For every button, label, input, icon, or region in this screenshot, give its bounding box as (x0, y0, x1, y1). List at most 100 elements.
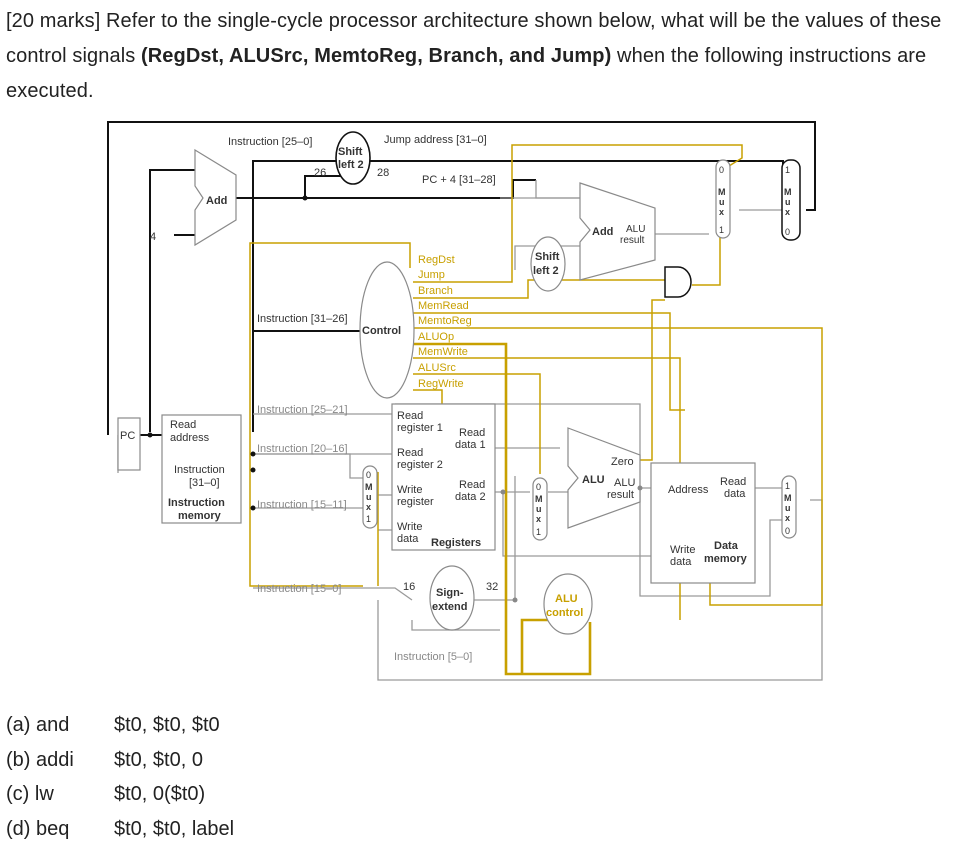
rf-read-data1-b: data 1 (455, 439, 486, 451)
branch-mux-0: 0 (719, 165, 724, 175)
rf-read-reg1-a: Read (397, 410, 423, 422)
branch-mux-1: 1 (719, 225, 724, 235)
question-text: [20 marks] Refer to the single-cycle pro… (6, 4, 964, 109)
question-text-after: when the following instructions are exec… (6, 45, 927, 102)
instruction-list: (a) and $t0, $t0, $t0 (b) addi $t0, $t0,… (6, 708, 234, 846)
rf-write-reg-a: Write (397, 484, 422, 496)
regdst-mux-x: x (366, 502, 371, 512)
alusrc-mux-1: 1 (536, 527, 541, 537)
regdst-mux-m: M (365, 482, 373, 492)
alu-control-2: control (546, 607, 583, 619)
branch-shifter (530, 236, 566, 292)
signal-memwrite: MemWrite (418, 346, 468, 358)
jump-mux-1: 1 (785, 165, 790, 175)
memtoreg-mux-0: 0 (785, 526, 790, 536)
width-28: 28 (377, 167, 389, 179)
pc-label: PC (120, 430, 135, 442)
alu-control-1: ALU (555, 593, 578, 605)
rf-read-data1-a: Read (459, 427, 485, 439)
rf-read-reg1-b: register 1 (397, 422, 443, 434)
instruction-operands: $t0, $t0, $t0 (114, 714, 220, 736)
junction-dots (147, 195, 643, 603)
branch-shift-2: left 2 (533, 265, 559, 277)
branch-adder (579, 182, 656, 281)
alu-label: ALU (582, 474, 605, 486)
memtoreg-mux-x: x (785, 513, 790, 523)
dm-address: Address (668, 484, 709, 496)
rf-read-data2-a: Read (459, 479, 485, 491)
dm-write-data-2: data (670, 556, 692, 568)
branch-alu-2: result (620, 235, 645, 246)
jump-mux-m: M (784, 187, 792, 197)
branch-alu-1: ALU (626, 224, 645, 235)
data-memory (650, 462, 756, 584)
alusrc-mux-x: x (536, 514, 541, 524)
register-file (391, 403, 496, 551)
instruction-row: (c) lw $t0, 0($t0) (6, 777, 234, 812)
question-marks: [20 marks] (6, 10, 101, 32)
signal-regwrite: RegWrite (418, 378, 464, 390)
rf-write-reg-b: register (397, 496, 434, 508)
regdst-mux-u: u (366, 492, 372, 502)
instr-25-0-label: Instruction [25–0] (228, 136, 312, 148)
instruction-row: (b) addi $t0, $t0, 0 (6, 743, 234, 778)
pc-register (117, 417, 141, 471)
memtoreg-mux-u: u (785, 503, 791, 513)
signal-alusrc: ALUSrc (418, 362, 456, 374)
branch-mux (715, 159, 731, 239)
branch-mux-x: x (719, 207, 724, 217)
alusrc-mux-u: u (536, 504, 542, 514)
memtoreg-mux (781, 475, 797, 539)
branch-mux-m: M (718, 187, 726, 197)
regdst-mux-1: 1 (366, 514, 371, 524)
dm-write-data-1: Write (670, 544, 695, 556)
sign-extend-1: Sign- (436, 587, 464, 599)
instr-5-0-label: Instruction [5–0] (394, 651, 472, 663)
rf-read-data2-b: data 2 (455, 491, 486, 503)
constant-four: 4 (150, 231, 156, 243)
question-text-before: Refer to the single-cycle processor arch… (6, 10, 942, 67)
pc4-label: PC + 4 [31–28] (422, 174, 496, 186)
rf-read-reg2-a: Read (397, 447, 423, 459)
width-16: 16 (403, 581, 415, 593)
signal-regdst: RegDst (418, 254, 455, 266)
jump-shifter (335, 131, 371, 185)
instruction-memory (161, 414, 242, 524)
regdst-mux-0: 0 (366, 470, 371, 480)
branch-adder-label: Add (592, 226, 613, 238)
rf-read-reg2-b: register 2 (397, 459, 443, 471)
control-signal-list: RegDst Jump Branch MemRead MemtoReg ALUO… (418, 254, 472, 390)
alusrc-mux-m: M (535, 494, 543, 504)
signal-branch: Branch (418, 285, 453, 297)
jump-mux-u: u (785, 197, 791, 207)
instruction-row: (d) beq $t0, $t0, label (6, 812, 234, 846)
width-32: 32 (486, 581, 498, 593)
rf-write-data-b: data (397, 533, 419, 545)
instr-20-16-label: Instruction [20–16] (257, 443, 348, 455)
dm-read-data-1: Read (720, 476, 746, 488)
signal-aluop: ALUOp (418, 331, 454, 343)
control-unit (359, 261, 415, 399)
jump-mux (781, 159, 801, 241)
single-cycle-datapath-diagram: PC Add 4 Read address Instruction [31–0]… (107, 121, 823, 681)
branch-and-gate (664, 266, 692, 298)
instr-15-11-label: Instruction [15–11] (257, 499, 347, 511)
pc-adder (194, 148, 237, 247)
regdst-mux (362, 465, 378, 529)
rf-name: Registers (431, 537, 481, 549)
alu-result-1: ALU (614, 477, 635, 489)
instr-31-26-label: Instruction [31–26] (257, 313, 348, 325)
im-name-1: Instruction (168, 497, 225, 509)
im-instruction-1: Instruction (174, 464, 225, 476)
signal-memread: MemRead (418, 300, 469, 312)
pc-adder-label: Add (206, 195, 227, 207)
instruction-label: (a) and (6, 714, 70, 736)
instruction-operands: $t0, $t0, label (114, 817, 235, 840)
im-name-2: memory (178, 510, 222, 522)
width-26: 26 (314, 167, 326, 179)
jump-shift-2: left 2 (338, 159, 364, 171)
dm-name-2: memory (704, 553, 748, 565)
dm-name-1: Data (714, 540, 739, 552)
jump-shift-1: Shift (338, 146, 363, 158)
alusrc-mux (532, 477, 548, 541)
